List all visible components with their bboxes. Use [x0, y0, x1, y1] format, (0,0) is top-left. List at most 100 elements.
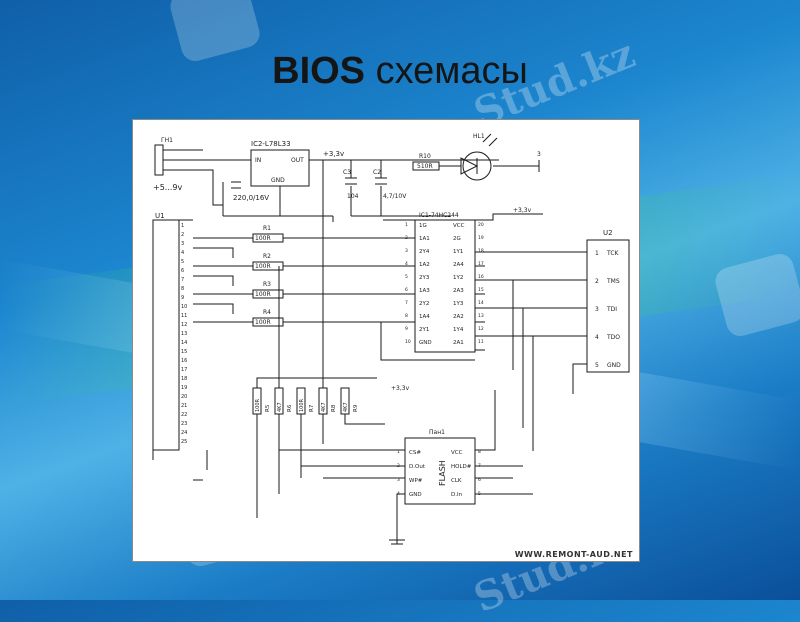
ic1-pin-left-number: 6	[405, 287, 408, 293]
u1-pin-number: 8	[181, 286, 184, 292]
u1-pin-number: 21	[181, 403, 187, 409]
u1-pin-number: 11	[181, 313, 187, 319]
ic1-pin-right: 1Y4	[453, 327, 464, 333]
flash-pin-left-number: 1	[397, 449, 400, 455]
title-rest: схемасы	[365, 50, 528, 92]
u2-pin-number: 1	[595, 250, 599, 257]
label-r1-value: 100R	[255, 235, 271, 242]
u2-pin-label: TMS	[606, 278, 620, 285]
ic1-pin-left: 1G	[419, 223, 427, 229]
ic1-pin-right-number: 14	[478, 300, 484, 306]
u1-pin-number: 7	[181, 277, 184, 283]
flash-pin-left: WP#	[409, 478, 423, 484]
ic1-pin-right: VCC	[453, 223, 465, 229]
u1-pin-number: 20	[181, 394, 187, 400]
flash-pin-left: GND	[409, 492, 422, 498]
label-r4-value: 100R	[255, 319, 271, 326]
label-out: OUT	[291, 157, 304, 164]
label-r2: R2	[263, 253, 271, 260]
ic1-pin-right-number: 20	[478, 222, 484, 228]
u1-pin-number: 19	[181, 385, 187, 391]
label-gn1: ГН1	[161, 137, 173, 144]
ic1-pin-left-number: 10	[405, 339, 411, 345]
flash-pin-right: HOLD#	[451, 464, 472, 470]
label-r2-value: 100R	[255, 263, 271, 270]
label-c2-value: 4,7/10V	[383, 193, 407, 200]
ic1-pin-right-number: 18	[478, 248, 484, 254]
label-c3-value: 104	[347, 193, 359, 200]
u2-pin-number: 5	[595, 362, 599, 369]
ic1-pin-left-number: 9	[405, 326, 408, 332]
ic1-pin-right-number: 13	[478, 313, 484, 319]
ic1-pin-left: 2Y1	[419, 327, 429, 333]
ic1-pin-right: 1Y1	[453, 249, 463, 255]
ic1-pin-left-number: 2	[405, 235, 408, 241]
ic1-pin-left-number: 8	[405, 313, 408, 319]
ic1-pin-right: 2A2	[453, 314, 464, 320]
connector-u1	[152, 219, 180, 451]
label-c2: C2	[373, 169, 381, 176]
wires	[152, 133, 630, 545]
u1-pin-number: 1	[181, 223, 184, 229]
flash-pin-right-number: 8	[478, 449, 481, 455]
flash-pin-left-number: 4	[397, 491, 400, 497]
u1-pin-number: 23	[181, 421, 187, 427]
u1-pin-number: 4	[181, 250, 184, 256]
ic1-pin-right: 2A3	[453, 288, 464, 294]
u2-pin-label: TCK	[606, 250, 620, 257]
flash-chip	[404, 437, 476, 505]
label-r4: R4	[263, 309, 271, 316]
u2-pin-number: 3	[595, 306, 599, 313]
flash-pin-right-number: 5	[478, 491, 481, 497]
label-v33-a: +3,3v	[323, 150, 344, 158]
label-v33-c: +3,3v	[391, 385, 410, 392]
ic1-pin-right-number: 15	[478, 287, 484, 293]
bottom-resistor-value: 4K7	[343, 402, 349, 412]
ic1-pin-left: 2Y4	[419, 249, 430, 255]
label-pan1: Пан1	[429, 429, 445, 436]
ic1-pin-right: 1Y2	[453, 275, 463, 281]
ic1-pin-left: 1A1	[419, 236, 430, 242]
label-u1: U1	[155, 212, 165, 220]
ic1-pin-left-number: 3	[405, 248, 408, 254]
u1-pin-number: 17	[181, 367, 187, 373]
bottom-resistor-name: R5	[265, 404, 271, 412]
u1-pin-number: 13	[181, 331, 187, 337]
label-u2: U2	[603, 229, 613, 237]
ic1-pin-left-number: 4	[405, 261, 408, 267]
u1-pin-number: 2	[181, 232, 184, 238]
schematic-svg: 1234567891011121314151617181920212223242…	[152, 133, 630, 545]
label-hl1: HL1	[473, 133, 485, 140]
u1-pin-number: 10	[181, 304, 187, 310]
flash-pin-left: CS#	[409, 450, 421, 456]
bottom-resistor-value: 100R	[255, 398, 261, 412]
label-ic2: IC2-L78L33	[251, 140, 291, 148]
u1-pin-number: 16	[181, 358, 187, 364]
label-r10: R10	[419, 153, 431, 160]
u2-pin-label: TDO	[606, 334, 620, 341]
flash-pin-right: VCC	[451, 450, 463, 456]
ic1-pin-left: 2Y2	[419, 301, 429, 307]
u1-pin-number: 25	[181, 439, 187, 445]
flash-pin-right: D.In	[451, 492, 463, 498]
bottom-resistor-name: R8	[331, 404, 337, 412]
bottom-resistor-value: 4K7	[277, 402, 283, 412]
ic1-pin-left: 1A4	[419, 314, 430, 320]
label-v33-b: +3,3v	[513, 207, 532, 214]
ic1-pin-right-number: 12	[478, 326, 484, 332]
bottom-resistor-value: 4K7	[321, 402, 327, 412]
ic1-pin-right: 2A4	[453, 262, 464, 268]
ic1-pin-left: 1A3	[419, 288, 430, 294]
u1-pin-number: 24	[181, 430, 187, 436]
u1-pin-number: 15	[181, 349, 187, 355]
power-jack	[154, 144, 164, 176]
ic1-74hc244	[414, 219, 476, 353]
ic1-pin-left-number: 5	[405, 274, 408, 280]
ic1-pin-right: 1Y3	[453, 301, 464, 307]
ic1-pin-right-number: 16	[478, 274, 484, 280]
ic1-pin-right-number: 17	[478, 261, 484, 267]
